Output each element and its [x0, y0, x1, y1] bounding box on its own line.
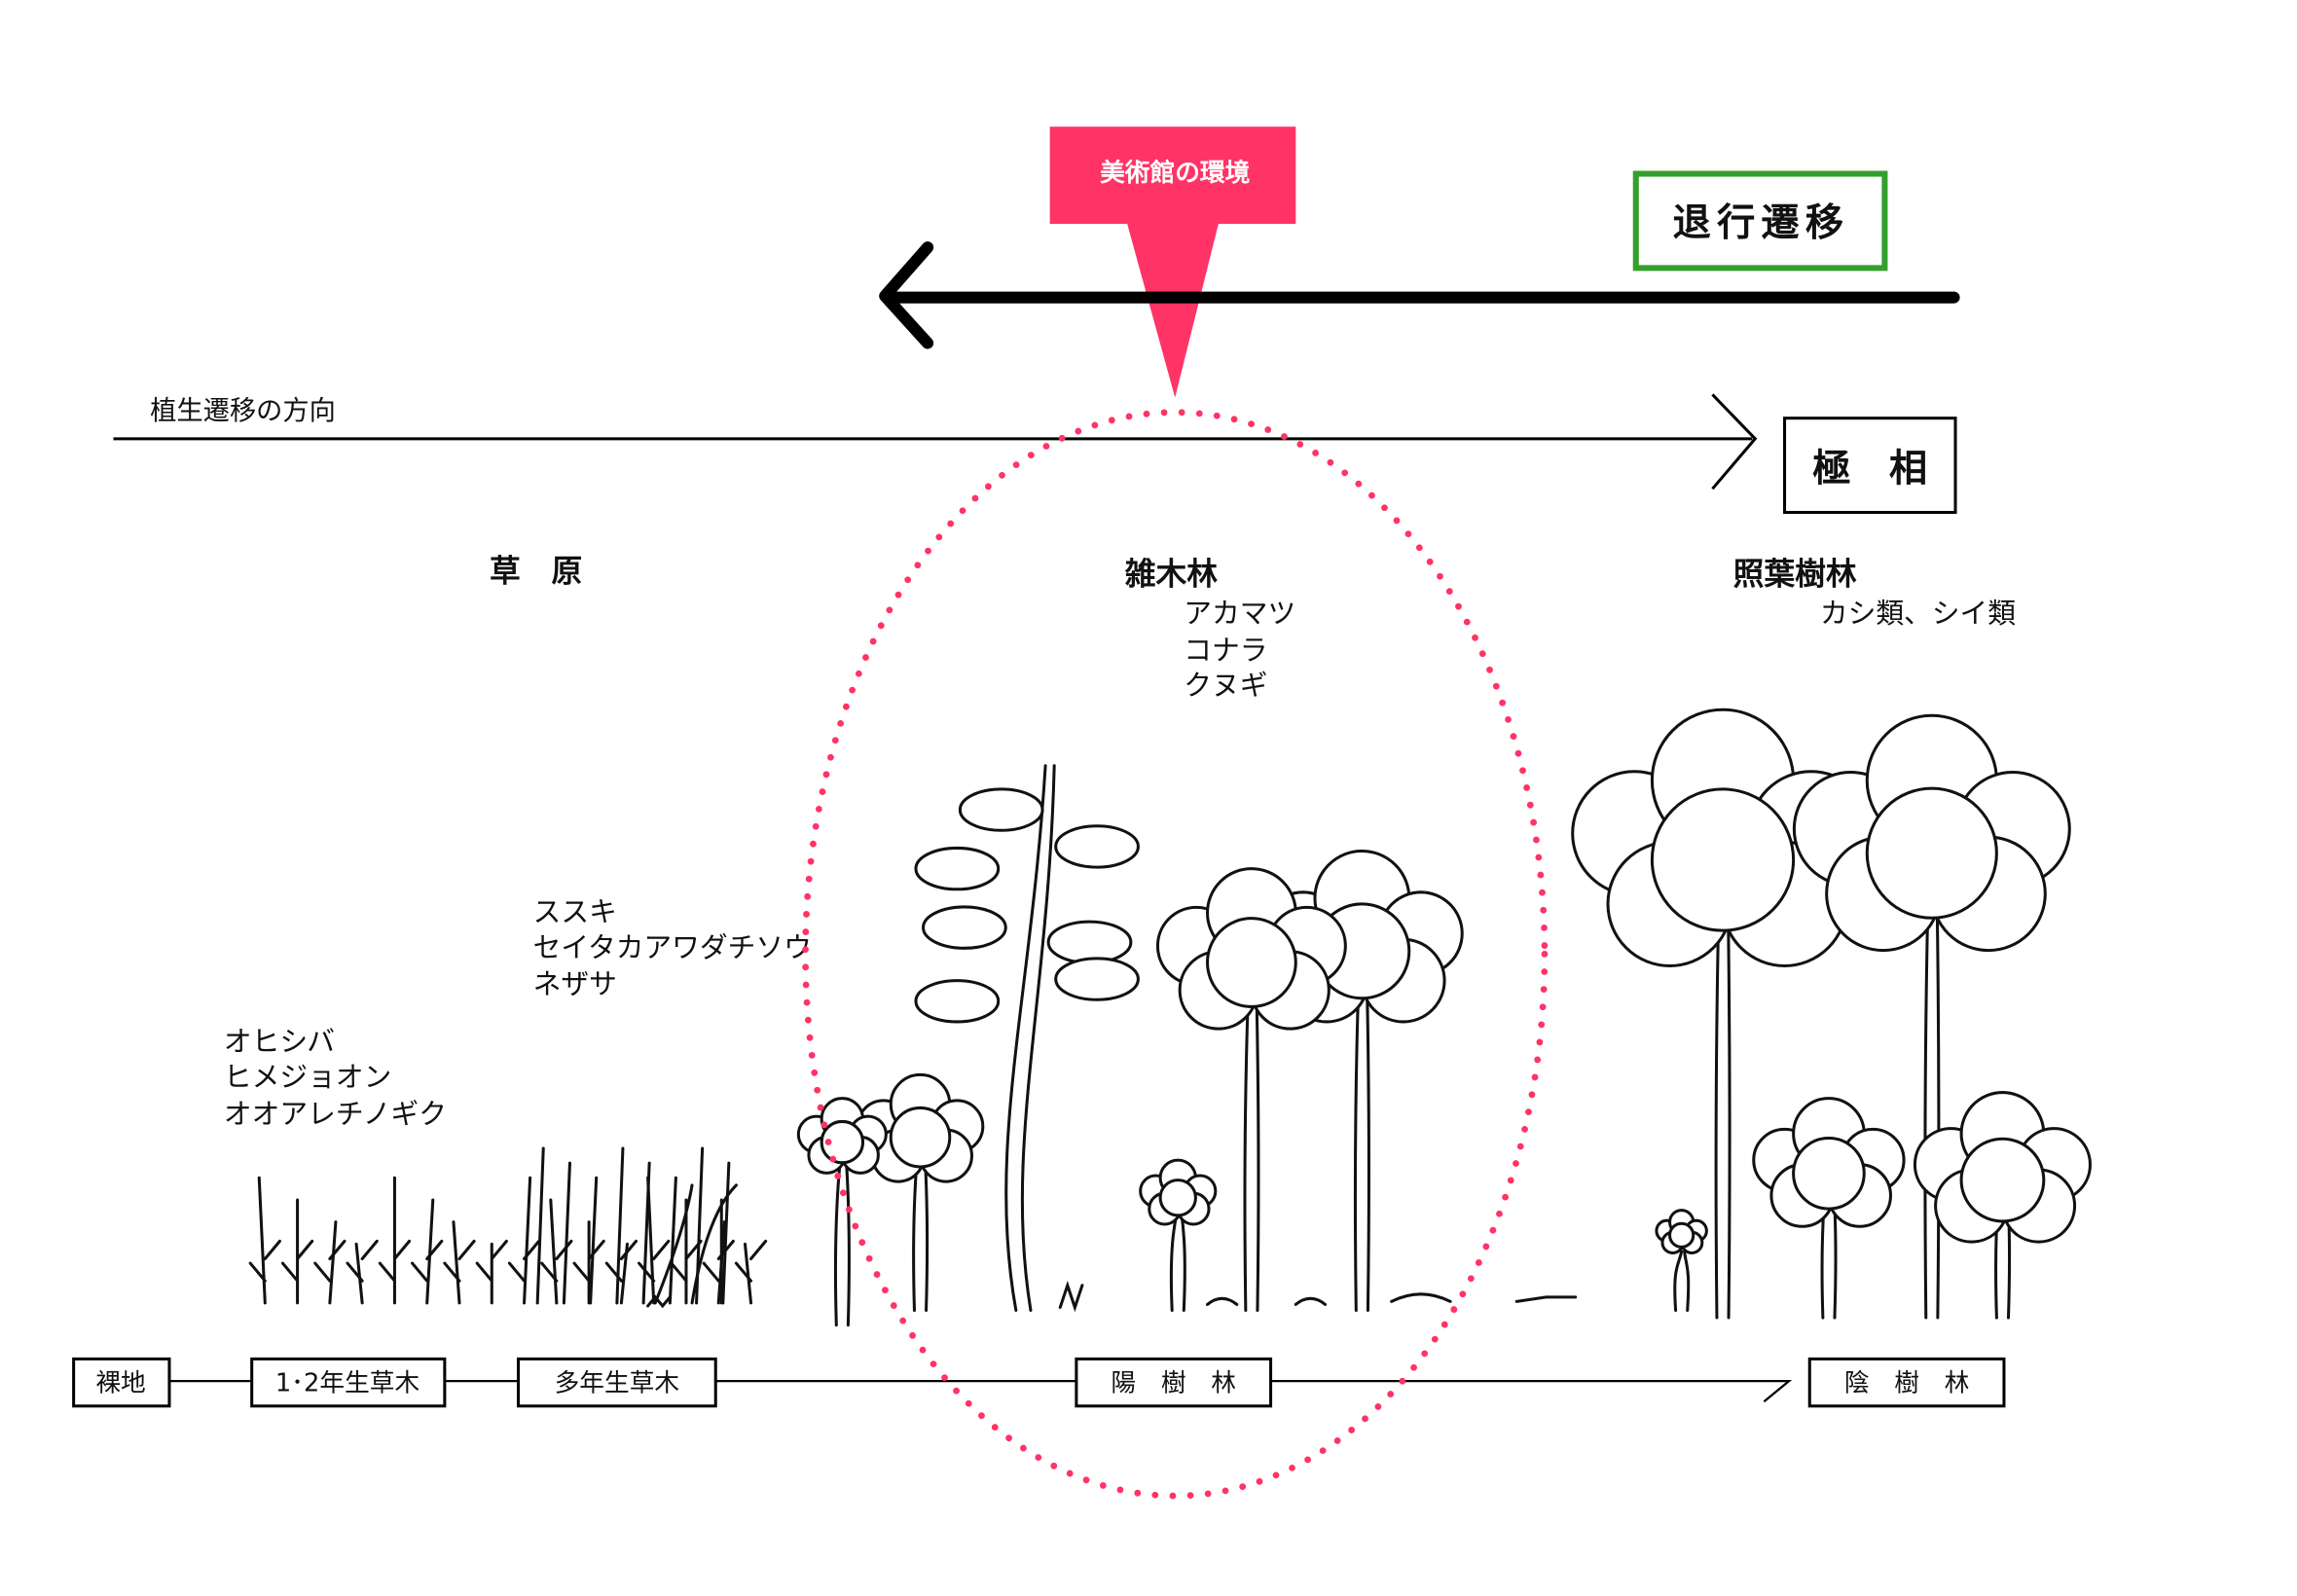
- young-tree-foliage: [820, 1119, 865, 1165]
- young-tree-foliage: [889, 1106, 952, 1169]
- species-label: クヌギ: [1184, 669, 1267, 702]
- grass-stalk: [475, 1239, 508, 1305]
- callout-label: 美術館の環境: [1100, 158, 1250, 188]
- succession-arrow: [113, 393, 1758, 490]
- pine-foliage: [914, 846, 1001, 891]
- species-label: ススキ: [533, 895, 617, 928]
- grass-stalk: [615, 1146, 625, 1305]
- regression-box: 退行遷移: [1632, 170, 1888, 272]
- grassland-title: 草 原: [490, 555, 582, 590]
- evergreen-sapling-foliage: [1959, 1137, 2046, 1223]
- evergreen-tree-foliage: [1865, 786, 1998, 920]
- species-label: オヒシバ: [224, 1025, 335, 1058]
- species-label: オオアレチノギク: [224, 1097, 447, 1130]
- grass-stalk: [734, 1239, 768, 1305]
- museum-environment-callout: 美術館の環境: [1049, 127, 1296, 398]
- pine-foliage: [958, 787, 1044, 832]
- timeline-stage-bare-ground: 裸地: [72, 1357, 171, 1408]
- species-label: ネザサ: [533, 967, 617, 1000]
- timeline-stage-annual: 1･2年生草木: [250, 1357, 447, 1408]
- climax-label: 極 相: [1812, 447, 1927, 491]
- grass-stalk: [280, 1198, 314, 1305]
- grass-stalk: [589, 1176, 599, 1305]
- shoyojurin-title: 照葉樹林: [1733, 558, 1857, 593]
- pine-foliage: [1054, 957, 1140, 1001]
- vegetation-illustration: [248, 707, 2092, 1327]
- evergreen-tree-foliage: [1650, 787, 1796, 932]
- seedling-trunk: [1673, 1250, 1691, 1312]
- pine-foliage: [914, 979, 1001, 1024]
- grass-stalk: [572, 1220, 605, 1305]
- timeline: 裸地 1･2年生草木 多年生草木 陽 樹 林 陰 樹 林: [72, 1357, 2006, 1408]
- grass-stalk: [641, 1161, 651, 1305]
- evergreen-sapling-foliage: [1792, 1136, 1866, 1211]
- species-label: カシ類、シイ類: [1820, 597, 2016, 630]
- timeline-label: 多年生草木: [555, 1369, 680, 1398]
- timeline-stage-shade-forest: 陰 樹 林: [1807, 1357, 2006, 1408]
- pampas-grass: [653, 1183, 738, 1305]
- species-label: ヒメジョオン: [224, 1061, 391, 1094]
- species-label: セイタカアワダチソウ: [533, 930, 812, 963]
- grass-stalk: [411, 1198, 444, 1305]
- species-label: コナラ: [1184, 634, 1267, 667]
- succession-direction-label: 植生遷移の方向: [150, 396, 336, 426]
- museum-environment-highlight: [802, 409, 1549, 1500]
- ground-grass: [646, 1280, 1578, 1313]
- grass-stalk: [535, 1146, 545, 1305]
- timeline-label: 裸地: [95, 1369, 145, 1398]
- pine-foliage: [1054, 824, 1140, 869]
- seedling-foliage: [1668, 1221, 1695, 1249]
- grass-stalk: [562, 1161, 571, 1305]
- regression-arrow: [879, 241, 1960, 349]
- timeline-stage-perennial: 多年生草木: [517, 1357, 717, 1408]
- oak-tree-foliage: [1206, 917, 1297, 1008]
- climax-box: 極 相: [1783, 417, 1957, 515]
- grass-stalk: [378, 1176, 412, 1305]
- grass-stalk: [313, 1220, 346, 1305]
- pine-trunk: [1004, 764, 1056, 1312]
- timeline-label: 1･2年生草木: [275, 1369, 419, 1398]
- grass-stalk: [721, 1161, 731, 1305]
- grass-stalk: [540, 1198, 573, 1305]
- timeline-label: 陰 樹 林: [1844, 1369, 1970, 1398]
- grass-stalk: [668, 1176, 677, 1305]
- grass-stalk: [507, 1176, 541, 1305]
- grass-stalk: [346, 1239, 379, 1305]
- species-label: アカマツ: [1184, 597, 1295, 630]
- timeline-stage-sun-forest: 陽 樹 林: [1075, 1357, 1273, 1408]
- grass-stalk: [248, 1176, 281, 1305]
- pine-foliage: [1046, 920, 1133, 964]
- grass-stalk: [443, 1220, 476, 1305]
- young-tree-foliage: [1158, 1179, 1197, 1217]
- pine-foliage: [922, 905, 1007, 950]
- timeline-label: 陽 樹 林: [1111, 1369, 1236, 1398]
- regression-label: 退行遷移: [1673, 200, 1850, 245]
- grass-stalk: [604, 1239, 638, 1305]
- zoukibayashi-title: 雑木林: [1124, 558, 1218, 593]
